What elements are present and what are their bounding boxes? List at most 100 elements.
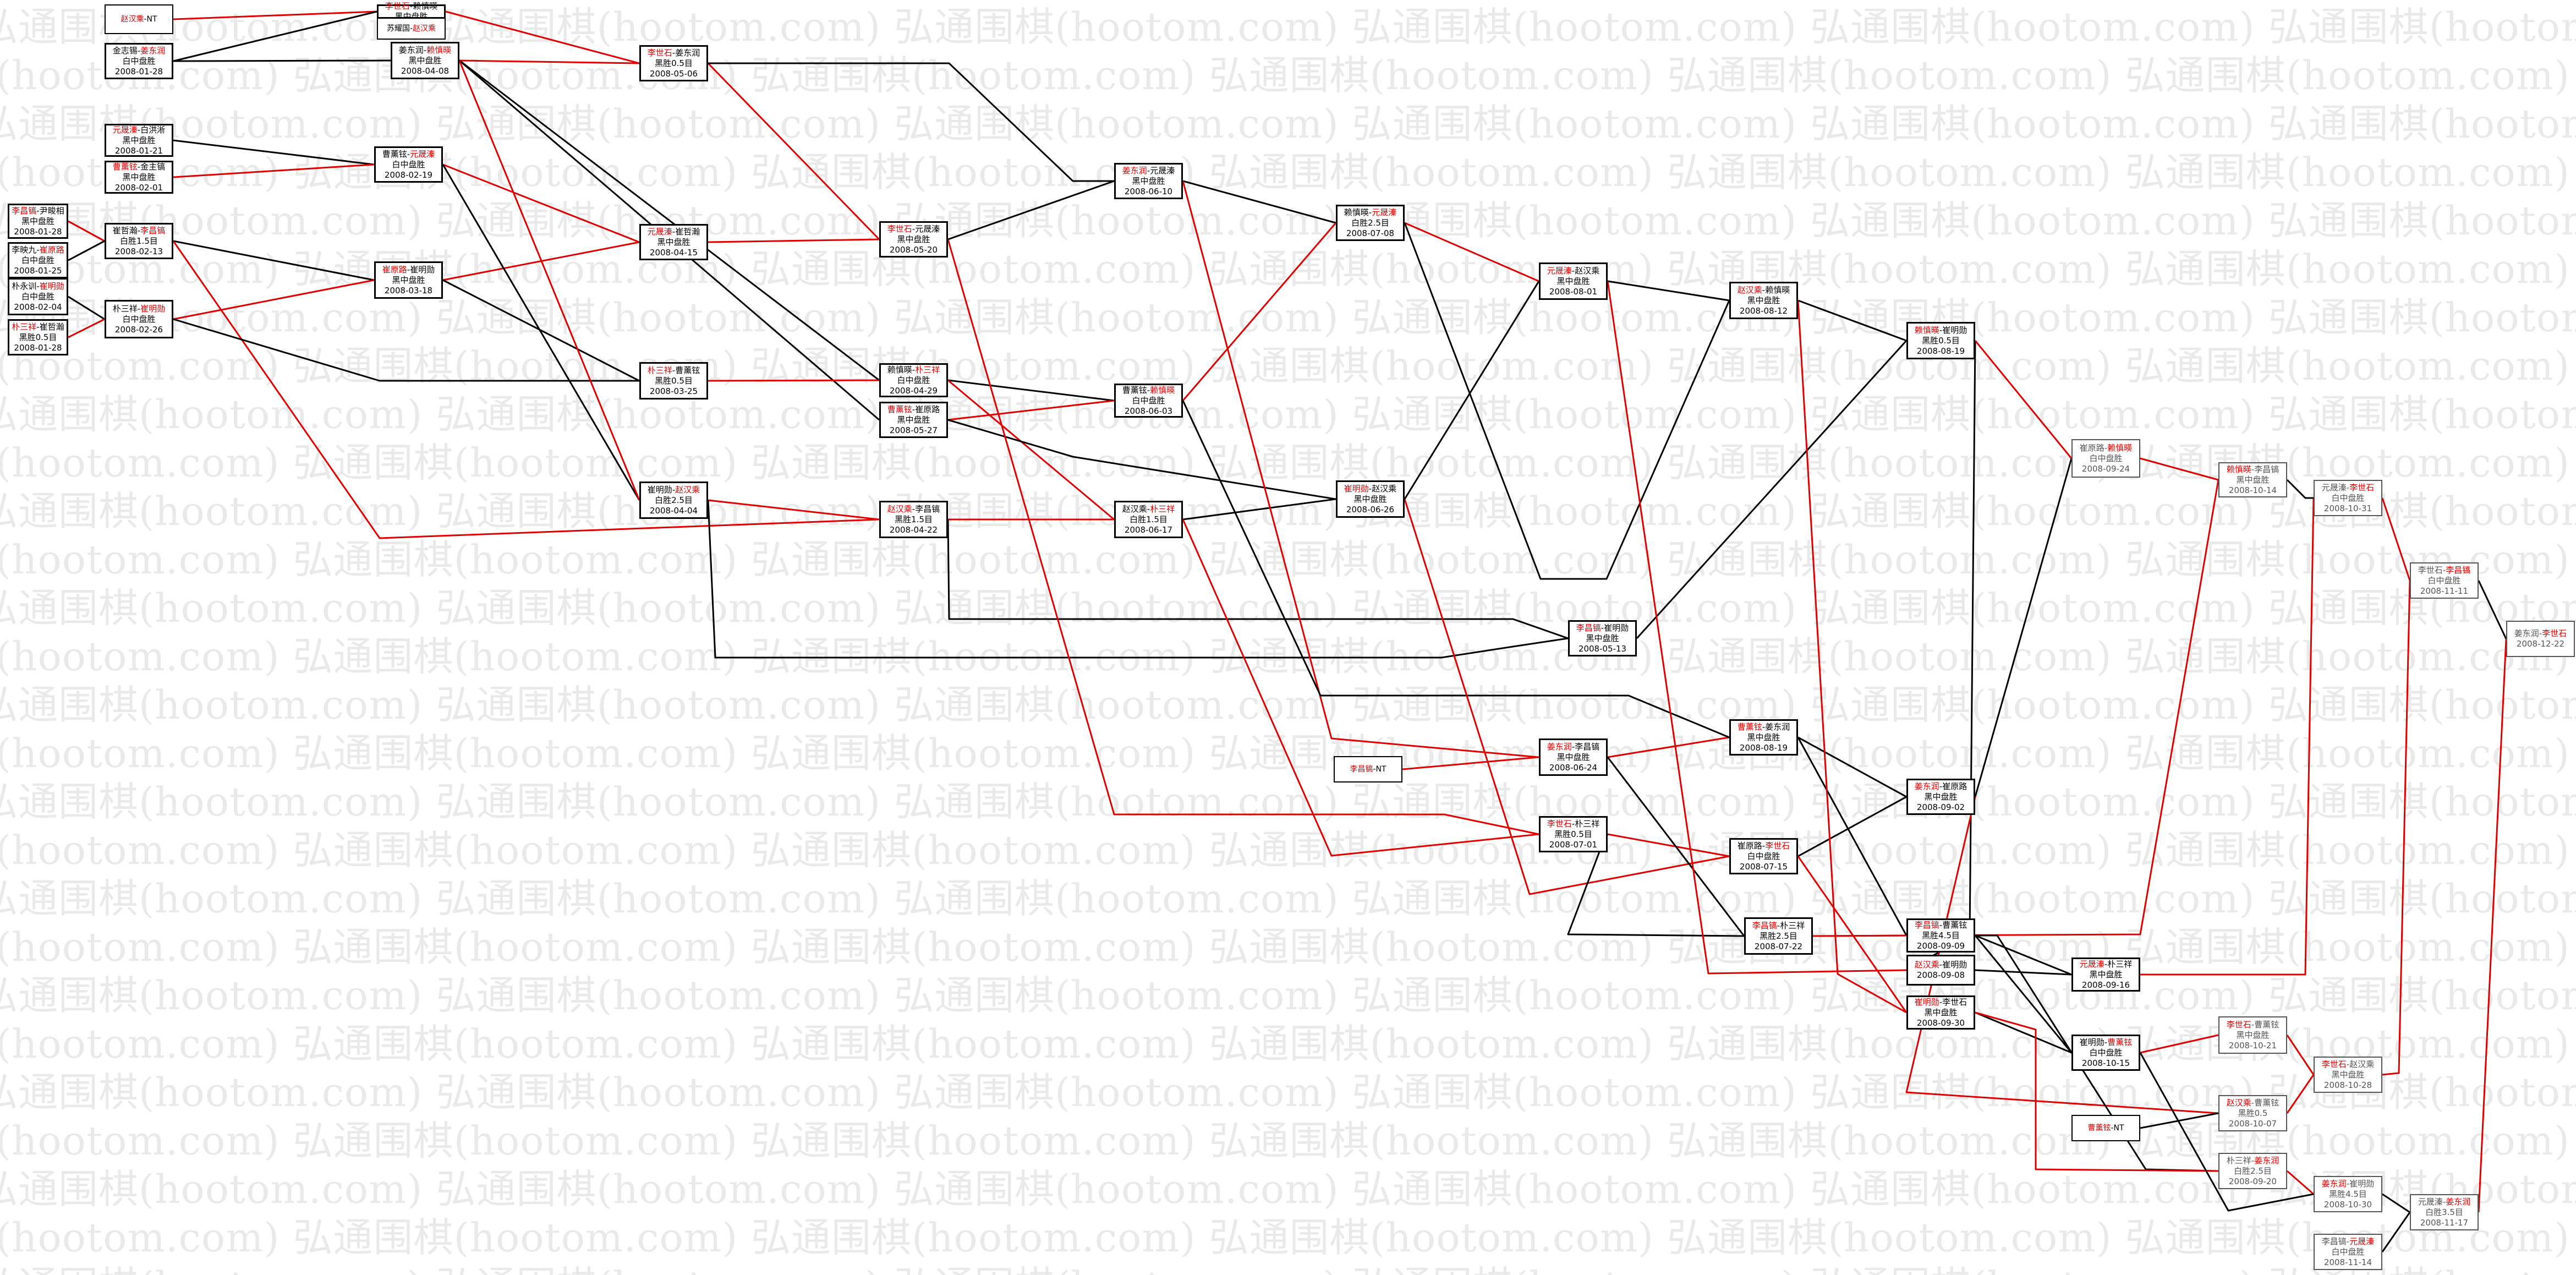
match-node-f4[interactable]: 李昌镐-NT — [1334, 756, 1402, 782]
match-node-d1[interactable]: 李世石-姜东润 黑胜0.5目 2008-05-06 — [639, 45, 708, 81]
match-players: 姜东润-崔原路 — [1915, 781, 1967, 792]
match-node-e3[interactable]: 曹薰铉-崔原路 黑中盘胜 2008-05-27 — [879, 402, 948, 438]
match-node-d3[interactable]: 朴三祥-曹薰铉 黑胜0.5目 2008-03-25 — [639, 362, 708, 400]
match-node-g1[interactable]: 赖慎暎-元晟溱 白胜2.5目 2008-07-08 — [1336, 205, 1405, 241]
match-node-m3[interactable]: 姜东润-崔明勋 黑胜4.5目 2008-10-30 — [2314, 1176, 2382, 1212]
match-node-j5[interactable]: 崔明勋-李世石 黑中盘胜 2008-09-30 — [1906, 995, 1975, 1030]
player-2: 朴三祥 — [915, 364, 940, 375]
match-node-i3[interactable]: 崔原路-李世石 白中盘胜 2008-07-15 — [1729, 838, 1798, 874]
match-node-i1[interactable]: 赵汉乘-赖慎暎 黑中盘胜 2008-08-12 — [1729, 282, 1798, 319]
match-node-m1[interactable]: 元晟溱-李世石 白中盘胜 2008-10-31 — [2314, 480, 2382, 516]
edge-d4-to-h2 — [707, 500, 1569, 659]
player-1: 曹薰铉 — [112, 161, 138, 172]
player-1: 赵汉乘 — [120, 15, 144, 24]
match-node-k1[interactable]: 崔原路-赖慎暎 白中盘胜 2008-09-24 — [2071, 439, 2140, 478]
edge-c3-to-d4 — [458, 60, 640, 501]
match-players: 赖慎暎-李昌镐 — [2227, 464, 2279, 475]
match-node-l2[interactable]: 李世石-曹薰铉 黑中盘胜 2008-10-21 — [2218, 1016, 2287, 1054]
match-node-n1[interactable]: 李世石-李昌镐 白中盘胜 2008-11-11 — [2410, 562, 2479, 599]
edge-i3-to-j2 — [1797, 796, 1907, 857]
match-node-a3[interactable]: 元晟溱-白洪淅 黑中盘胜 2008-01-21 — [105, 124, 173, 157]
match-node-i4[interactable]: 李昌镐-朴三祥 黑胜2.5目 2008-07-22 — [1744, 917, 1813, 955]
versus-dash: - — [1147, 504, 1150, 514]
edge-i3-to-j5 — [1797, 856, 1908, 1013]
match-node-b4[interactable]: 朴三祥-崔哲瀚 黑胜0.5目 2008-01-28 — [8, 319, 68, 355]
match-node-l1[interactable]: 赖慎暎-李昌镐 黑中盘胜 2008-10-14 — [2218, 462, 2287, 497]
versus-dash: - — [2104, 1037, 2108, 1047]
match-node-m4[interactable]: 李昌镐-元晟溱 白中盘胜 2008-11-14 — [2314, 1234, 2382, 1270]
edge-e3-to-f2 — [947, 400, 1115, 421]
match-node-a6[interactable]: 朴三祥-崔明勋 白中盘胜 2008-02-26 — [105, 300, 173, 338]
match-node-l4[interactable]: 朴三祥-姜东润 白胜2.5目 2008-09-20 — [2218, 1153, 2287, 1189]
match-result: 黑胜0.5 — [2238, 1108, 2268, 1118]
match-node-c1[interactable]: 李世石-赖慎暎 黑中盘胜 — [377, 1, 446, 21]
match-node-i2[interactable]: 曹薰铉-姜东润 黑中盘胜 2008-08-19 — [1729, 719, 1798, 756]
match-node-a1[interactable]: 赵汉乘-NT — [105, 4, 173, 34]
player-2: NT — [146, 15, 157, 24]
match-node-h4[interactable]: 李世石-朴三祥 黑胜0.5目 2008-07-01 — [1539, 816, 1608, 852]
player-1: 姜东润 — [398, 45, 424, 55]
match-node-c3[interactable]: 姜东润-赖慎暎 黑中盘胜 2008-04-08 — [391, 42, 459, 79]
match-result: 白中盘胜 — [2089, 453, 2123, 463]
edge-f3-to-g2 — [1182, 498, 1336, 521]
match-node-a2[interactable]: 金志锡-姜东润 白中盘胜 2008-01-28 — [105, 43, 173, 79]
match-players: 赵汉乘-崔明勋 — [1915, 960, 1967, 970]
match-node-b2[interactable]: 李映九-崔原路 白中盘胜 2008-01-25 — [8, 242, 68, 278]
match-players: 李昌镐-崔明勋 — [1576, 623, 1629, 633]
match-date: 2008-04-15 — [649, 247, 698, 258]
match-node-o1[interactable]: 姜东润-李世石 2008-12-22 — [2506, 621, 2575, 657]
edge-j3-to-k3 — [1974, 935, 2073, 1053]
match-node-h3[interactable]: 姜东润-李昌镐 黑中盘胜 2008-06-24 — [1539, 738, 1608, 776]
match-node-g2[interactable]: 崔明勋-赵汉乘 黑中盘胜 2008-06-26 — [1336, 480, 1405, 518]
edge-e2-to-f3 — [947, 379, 1115, 521]
match-node-n2[interactable]: 元晟溱-姜东润 白胜3.5目 2008-11-17 — [2410, 1194, 2479, 1230]
match-players: 姜东润-元晟溱 — [1122, 166, 1175, 176]
match-node-j3[interactable]: 李昌镐-曹薰铉 黑胜4.5目 2008-09-09 — [1906, 918, 1975, 953]
match-players: 朴三祥-崔哲瀚 — [12, 322, 64, 332]
edge-l4-to-m3 — [2287, 1170, 2314, 1195]
match-node-m2[interactable]: 李世石-赵汉乘 黑中盘胜 2008-10-28 — [2314, 1057, 2382, 1093]
match-node-c4[interactable]: 曹薰铉-元晟溱 白中盘胜 2008-02-19 — [374, 146, 443, 183]
match-result: 黑中盘胜 — [2236, 474, 2270, 485]
player-2: NT — [1375, 765, 1386, 774]
match-node-l3[interactable]: 赵汉乘-曹薰铉 黑胜0.5 2008-10-07 — [2218, 1095, 2287, 1131]
match-node-b3[interactable]: 朴永训-崔明勋 白中盘胜 2008-02-04 — [8, 278, 68, 315]
match-result: 黑中盘胜 — [1924, 1007, 1958, 1017]
match-players: 崔明勋-赵汉乘 — [1344, 484, 1396, 494]
match-node-k2[interactable]: 元晟溱-朴三祥 黑中盘胜 2008-09-16 — [2071, 957, 2140, 992]
match-node-b1[interactable]: 李昌镐-尹畯相 黑中盘胜 2008-01-28 — [8, 204, 68, 239]
match-node-k3[interactable]: 崔明勋-曹薰铉 白中盘胜 2008-10-15 — [2071, 1035, 2140, 1071]
match-node-a5[interactable]: 崔哲瀚-李昌镐 白胜1.5目 2008-02-13 — [105, 223, 173, 259]
match-date: 2008-07-15 — [1739, 861, 1788, 872]
match-node-d2[interactable]: 元晟溱-崔哲瀚 黑中盘胜 2008-04-15 — [639, 224, 708, 260]
match-node-e2[interactable]: 赖慎暎-朴三祥 白中盘胜 2008-04-29 — [879, 363, 948, 397]
match-node-h2[interactable]: 李昌镐-崔明勋 黑中盘胜 2008-05-13 — [1568, 620, 1637, 656]
match-node-f3[interactable]: 赵汉乘-朴三祥 白胜1.5目 2008-06-17 — [1114, 501, 1183, 538]
match-node-c2[interactable]: 苏耀国-赵汉乘 — [377, 18, 446, 40]
match-node-e1[interactable]: 李世石-元晟溱 黑中盘胜 2008-05-20 — [879, 221, 948, 258]
match-node-j4[interactable]: 赵汉乘-崔明勋 2008-09-08 — [1906, 955, 1975, 986]
match-node-c5[interactable]: 崔原路-崔明勋 黑中盘胜 2008-03-18 — [374, 261, 443, 299]
match-node-a4[interactable]: 曹薰铉-金主镐 黑中盘胜 2008-02-01 — [105, 161, 173, 194]
match-node-f1[interactable]: 姜东润-元晟溱 黑中盘胜 2008-06-10 — [1114, 163, 1183, 199]
match-node-f2[interactable]: 曹薰铉-赖慎暎 白中盘胜 2008-06-03 — [1114, 384, 1183, 418]
match-players: 朴三祥-姜东润 — [2227, 1156, 2279, 1166]
match-node-j2[interactable]: 姜东润-崔原路 黑中盘胜 2008-09-02 — [1906, 779, 1975, 815]
versus-dash: - — [1571, 818, 1575, 829]
edge-d1-to-e1 — [707, 62, 880, 240]
player-1: 元晟溱 — [2321, 482, 2347, 493]
edge-c3-to-d1 — [459, 59, 640, 64]
match-node-e4[interactable]: 赵汉乘-李昌镐 黑胜1.5目 2008-04-22 — [879, 501, 948, 538]
match-result: 黑中盘胜 — [122, 172, 156, 182]
match-date: 2008-07-08 — [1346, 228, 1395, 238]
versus-dash: - — [672, 226, 676, 237]
match-node-d4[interactable]: 崔明勋-赵汉乘 白胜2.5目 2008-04-04 — [639, 481, 708, 519]
match-node-j1[interactable]: 赖慎暎-崔明勋 黑胜0.5目 2008-08-19 — [1906, 322, 1975, 359]
player-1: 元晟溱 — [2418, 1196, 2443, 1207]
match-result: 黑中盘胜 — [1556, 752, 1590, 762]
versus-dash: - — [1762, 721, 1766, 732]
match-node-k4[interactable]: 曹薰铉-NT — [2071, 1115, 2140, 1141]
match-node-h1[interactable]: 元晟溱-赵汉乘 黑中盘胜 2008-08-01 — [1539, 262, 1608, 300]
versus-dash: - — [1939, 920, 1943, 930]
edge-j1-to-j4 — [1906, 340, 1976, 971]
